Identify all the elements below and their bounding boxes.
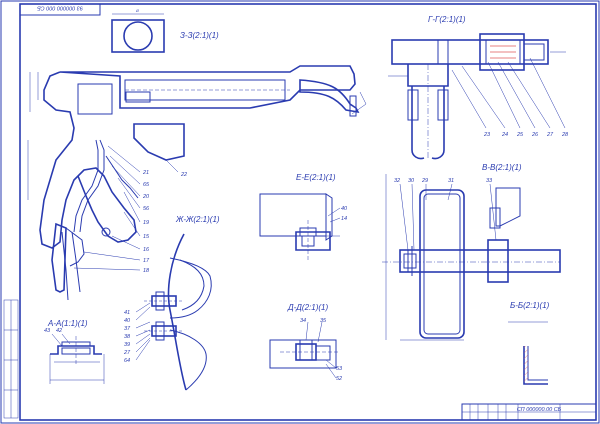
gun-assembly-view: Ø	[27, 9, 367, 301]
section-title-b: Б-Б(2:1)(1)	[510, 301, 550, 310]
svg-text:56: 56	[143, 206, 150, 212]
section-title-v: В-В(2:1)(1)	[482, 163, 522, 172]
svg-text:17: 17	[143, 258, 150, 264]
svg-text:25: 25	[516, 132, 524, 138]
svg-text:29: 29	[421, 178, 428, 184]
svg-text:Ø: Ø	[135, 9, 139, 13]
inner-frame	[19, 3, 597, 421]
view-v: В-В(2:1)(1) 32 30 29 31 33	[382, 163, 561, 341]
svg-text:38: 38	[124, 334, 131, 340]
gun-callouts: 21 65 20 56 19 15 16 17 18 22	[73, 145, 187, 274]
view-g: Г-Г(2:1)(1) 23 24 25 26 27 28	[388, 15, 569, 160]
view-d: Д-Д(2:1)(1) 34 35 53 52	[269, 303, 343, 382]
svg-text:22: 22	[180, 172, 187, 178]
section-title-e: Е-Е(2:1)(1)	[296, 173, 336, 182]
title-block: СП 000000.00 СБ	[461, 403, 597, 421]
svg-text:34: 34	[300, 318, 306, 324]
svg-text:40: 40	[341, 206, 348, 212]
svg-text:35: 35	[320, 318, 327, 324]
svg-text:32: 32	[394, 178, 400, 184]
svg-text:19: 19	[143, 220, 149, 226]
view-b: Б-Б(2:1)(1)	[508, 301, 550, 385]
doc-code-bottom: СП 000000.00 СБ	[517, 407, 562, 413]
svg-text:15: 15	[143, 234, 150, 240]
svg-text:43: 43	[44, 328, 51, 334]
svg-text:23: 23	[483, 132, 491, 138]
view-zh: Ж-Ж(2:1)(1) 41 40 37 38 39 27 64	[123, 215, 220, 391]
svg-text:52: 52	[336, 376, 342, 382]
svg-text:21: 21	[142, 170, 149, 176]
svg-text:18: 18	[143, 268, 150, 274]
section-title-zh: Ж-Ж(2:1)(1)	[175, 215, 220, 224]
view-e: Е-Е(2:1)(1) 40 14	[259, 173, 348, 260]
section-title-z: З-З(2:1)(1)	[180, 31, 219, 40]
svg-text:53: 53	[336, 366, 343, 372]
svg-text:28: 28	[561, 132, 569, 138]
svg-text:26: 26	[531, 132, 539, 138]
left-binding-strip	[3, 299, 19, 419]
svg-text:24: 24	[501, 132, 508, 138]
section-title-d: Д-Д(2:1)(1)	[287, 303, 328, 312]
svg-text:33: 33	[486, 178, 493, 184]
svg-text:40: 40	[124, 318, 131, 324]
section-title-a: А-А(1:1)(1)	[47, 319, 88, 328]
view-a: А-А(1:1)(1) 43 42	[44, 319, 105, 384]
svg-text:42: 42	[56, 328, 62, 334]
svg-text:37: 37	[124, 326, 131, 332]
svg-text:64: 64	[124, 358, 130, 364]
svg-text:30: 30	[408, 178, 415, 184]
svg-text:27: 27	[123, 350, 131, 356]
doc-code-top: 93 000000 000 СБ	[37, 5, 83, 11]
svg-text:31: 31	[448, 178, 454, 184]
svg-text:65: 65	[143, 182, 150, 188]
svg-text:14: 14	[341, 216, 347, 222]
section-title-g: Г-Г(2:1)(1)	[428, 15, 466, 24]
svg-text:41: 41	[124, 310, 130, 316]
svg-text:16: 16	[143, 247, 150, 253]
svg-text:20: 20	[142, 194, 150, 200]
svg-text:27: 27	[546, 132, 554, 138]
doc-code-stamp-top: 93 000000 000 СБ	[19, 3, 101, 16]
svg-text:39: 39	[124, 342, 130, 348]
